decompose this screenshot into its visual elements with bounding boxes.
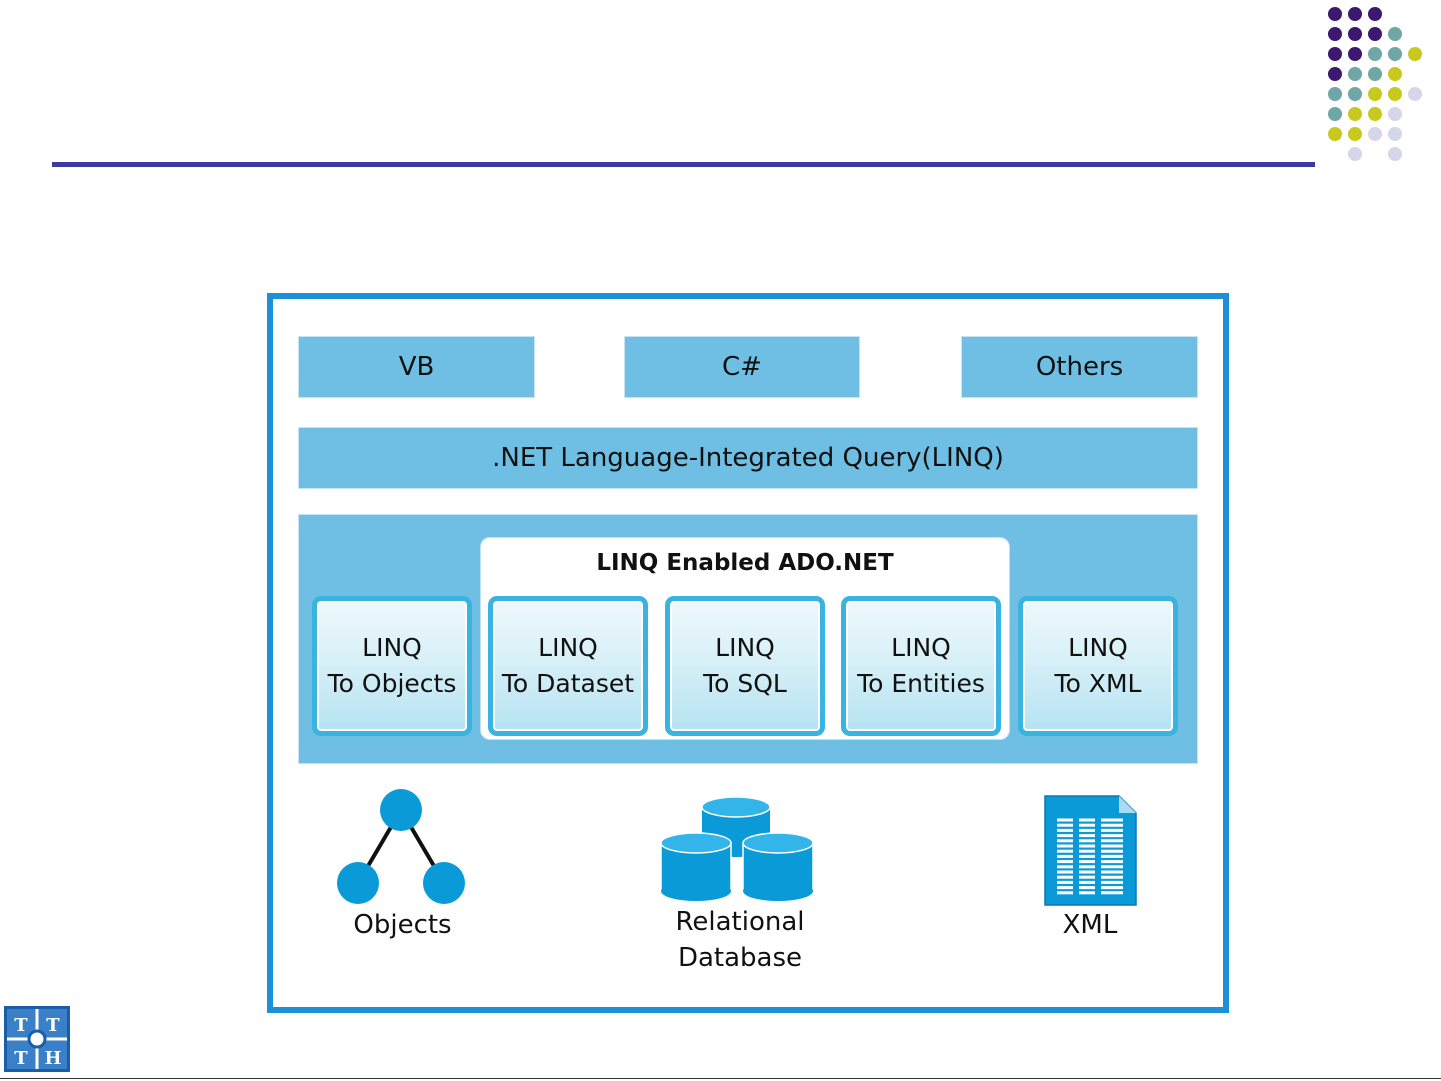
provider-line1: LINQ <box>715 630 775 666</box>
language-label: C# <box>722 352 762 382</box>
decorative-dot <box>1408 87 1422 101</box>
decorative-dot <box>1328 7 1342 21</box>
xml-document-icon <box>1043 794 1139 908</box>
provider-line1: LINQ <box>1068 630 1128 666</box>
provider-line1: LINQ <box>538 630 598 666</box>
language-box-csharp: C# <box>624 336 860 398</box>
provider-linq-to-objects: LINQ To Objects <box>312 596 472 736</box>
title-underline <box>52 162 1315 167</box>
logo-letter: T <box>14 1015 28 1036</box>
decorative-dot <box>1328 107 1342 121</box>
decorative-dot <box>1328 127 1342 141</box>
decorative-dot <box>1388 87 1402 101</box>
provider-line2: To Dataset <box>502 666 634 702</box>
objects-caption: Objects <box>320 907 485 943</box>
decorative-dot <box>1368 7 1382 21</box>
decorative-dot <box>1348 27 1362 41</box>
xml-caption: XML <box>1010 907 1170 943</box>
decorative-dot <box>1368 87 1382 101</box>
provider-linq-to-xml: LINQ To XML <box>1018 596 1178 736</box>
decorative-dot <box>1328 87 1342 101</box>
decorative-dot <box>1388 107 1402 121</box>
logo-letter: T <box>46 1015 60 1036</box>
decorative-dot <box>1388 127 1402 141</box>
linq-bar-label: .NET Language-Integrated Query(LINQ) <box>492 443 1004 473</box>
provider-line2: To Objects <box>328 666 457 702</box>
language-label: VB <box>399 352 435 382</box>
decorative-dot <box>1348 107 1362 121</box>
provider-line2: To XML <box>1055 666 1142 702</box>
ado-net-group-label: LINQ Enabled ADO.NET <box>480 550 1010 576</box>
language-label: Others <box>1036 352 1123 382</box>
decorative-dot <box>1348 127 1362 141</box>
institution-logo: T T T H <box>4 1006 70 1072</box>
logo-letter: H <box>44 1048 61 1069</box>
decorative-dot <box>1348 147 1362 161</box>
provider-linq-to-entities: LINQ To Entities <box>841 596 1001 736</box>
language-box-others: Others <box>961 336 1198 398</box>
decorative-dot <box>1348 7 1362 21</box>
database-caption-line1: Relational <box>640 904 840 940</box>
language-box-vb: VB <box>298 336 535 398</box>
decorative-dot-grid <box>1320 0 1441 170</box>
decorative-dot <box>1388 27 1402 41</box>
provider-line1: LINQ <box>362 630 422 666</box>
tree-graph-icon <box>330 785 475 910</box>
provider-line2: To Entities <box>857 666 985 702</box>
decorative-dot <box>1388 67 1402 81</box>
provider-linq-to-sql: LINQ To SQL <box>665 596 825 736</box>
decorative-dot <box>1348 67 1362 81</box>
linq-bar: .NET Language-Integrated Query(LINQ) <box>298 427 1198 489</box>
decorative-dot <box>1408 47 1422 61</box>
decorative-dot <box>1368 107 1382 121</box>
logo-letter: T <box>14 1048 28 1069</box>
decorative-dot <box>1368 127 1382 141</box>
provider-line1: LINQ <box>891 630 951 666</box>
decorative-dot <box>1328 67 1342 81</box>
decorative-dot <box>1348 87 1362 101</box>
provider-line2: To SQL <box>703 666 787 702</box>
database-cylinders-icon <box>655 795 820 905</box>
decorative-dot <box>1348 47 1362 61</box>
decorative-dot <box>1368 67 1382 81</box>
provider-linq-to-dataset: LINQ To Dataset <box>488 596 648 736</box>
decorative-dot <box>1368 47 1382 61</box>
database-caption-line2: Database <box>640 940 840 976</box>
decorative-dot <box>1388 47 1402 61</box>
decorative-dot <box>1328 27 1342 41</box>
footer-rule <box>0 1078 1441 1079</box>
decorative-dot <box>1328 47 1342 61</box>
decorative-dot <box>1368 27 1382 41</box>
database-caption: Relational Database <box>640 904 840 976</box>
decorative-dot <box>1388 147 1402 161</box>
